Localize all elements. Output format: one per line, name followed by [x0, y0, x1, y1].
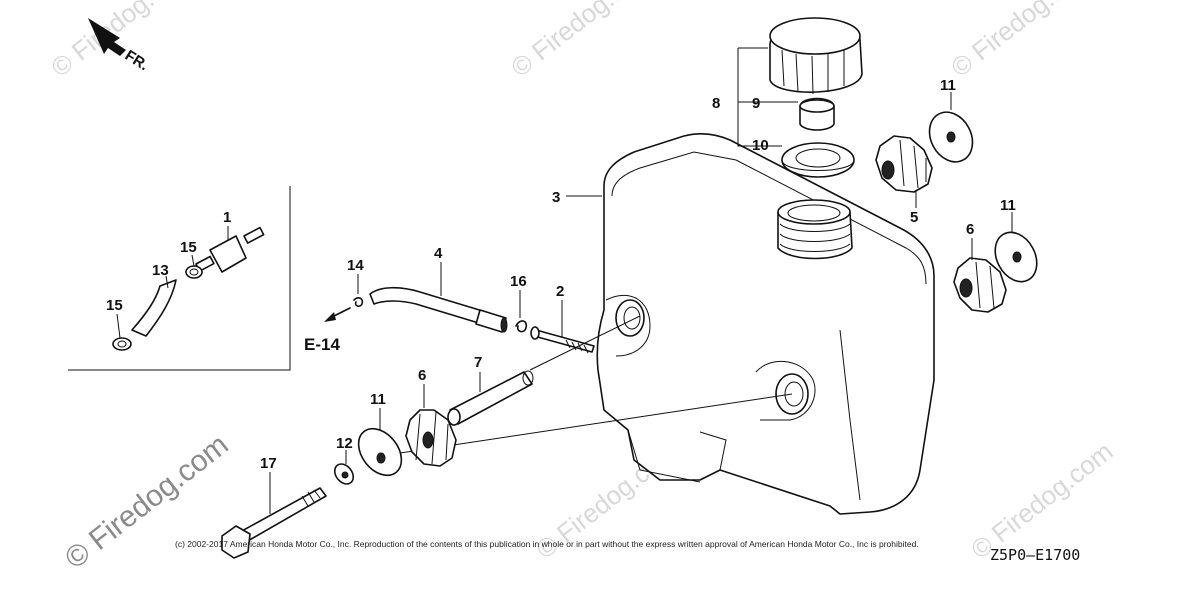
- part-fuel-cap: [769, 17, 863, 95]
- callout-3: 3: [552, 189, 560, 206]
- direction-label: FR.: [122, 47, 152, 74]
- watermark-text: © Firedog.com: [945, 0, 1098, 83]
- part-clip: [324, 274, 364, 322]
- part-collar: [447, 370, 534, 426]
- callout-5: 5: [910, 209, 918, 226]
- callout-2: 2: [556, 283, 564, 300]
- part-clip-small: [515, 290, 528, 333]
- part-breather-tube: [369, 262, 508, 333]
- watermark-text: © Firedog.com: [59, 428, 235, 575]
- callout-16: 16: [510, 273, 527, 290]
- part-fuel-filter: [195, 226, 265, 273]
- callout-15-lower: 15: [106, 297, 123, 314]
- part-washer-small: [333, 450, 355, 485]
- callout-7: 7: [474, 354, 482, 371]
- callout-8: 8: [712, 95, 720, 112]
- callout-9: 9: [752, 95, 760, 112]
- part-grommet-upper: [875, 135, 933, 208]
- watermark-text: © Firedog.com: [505, 0, 658, 83]
- part-cap-filter: [799, 97, 835, 131]
- part-clamp-lower: [112, 313, 132, 351]
- part-code: Z5P0—E1700: [990, 546, 1080, 564]
- part-fuel-tube: [131, 275, 177, 337]
- copyright-notice: (c) 2002-2017 American Honda Motor Co., …: [175, 539, 919, 549]
- part-bolt-long: [221, 472, 327, 559]
- callout-13: 13: [152, 262, 169, 279]
- cap-bracket-lines: [737, 47, 798, 147]
- part-cap-seal: [781, 142, 855, 178]
- inset-border: [68, 186, 291, 371]
- callout-6-right: 6: [966, 221, 974, 238]
- watermark-text: © Firedog.com: [45, 0, 198, 83]
- part-fuel-tank: [566, 133, 935, 515]
- callout-15-upper: 15: [180, 239, 197, 256]
- part-clamp-upper: [185, 254, 203, 279]
- alignment-line: [529, 315, 641, 371]
- callout-14: 14: [347, 257, 364, 274]
- callout-6-lower: 6: [418, 367, 426, 384]
- callout-10: 10: [752, 137, 769, 154]
- part-grommet-lower: [405, 384, 457, 467]
- part-washer-lower: [357, 408, 403, 477]
- callout-17: 17: [260, 455, 277, 472]
- part-bolt-short: [530, 300, 595, 354]
- part-washer-right: [994, 212, 1038, 283]
- part-washer-upper: [928, 92, 974, 163]
- part-filler-neck: [777, 199, 853, 260]
- callout-12: 12: [336, 435, 353, 452]
- part-grommet-right: [953, 238, 1007, 313]
- callout-1: 1: [223, 209, 231, 226]
- callout-4: 4: [434, 245, 443, 262]
- reference-label: E-14: [304, 335, 340, 354]
- callout-11-right: 11: [1000, 197, 1016, 214]
- callout-11-upper: 11: [940, 77, 956, 94]
- arrow-icon: [88, 18, 126, 56]
- callout-11-lower: 11: [370, 391, 386, 408]
